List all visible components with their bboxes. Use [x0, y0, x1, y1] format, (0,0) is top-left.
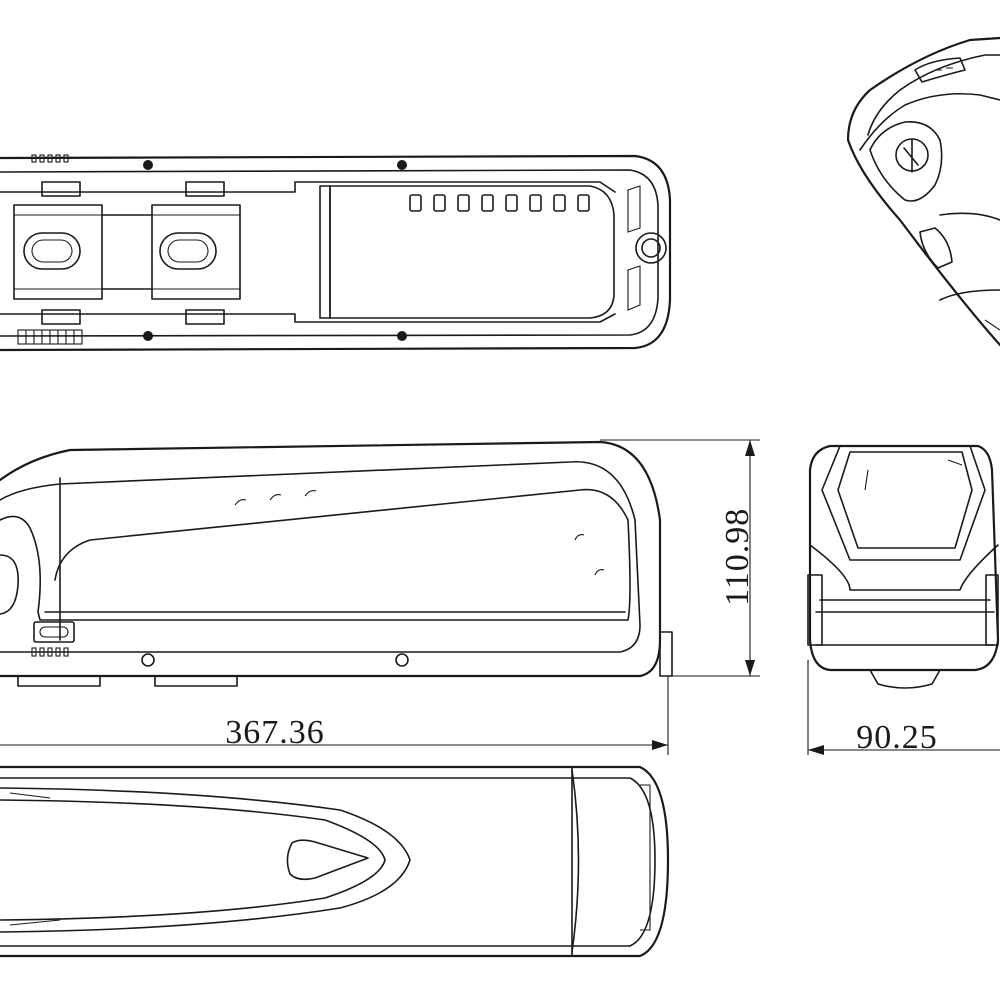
length-dimension: [0, 676, 669, 755]
vent-slots-top: [31, 154, 69, 163]
key-lock-icon: [635, 232, 667, 264]
vent-slots-bottom: [17, 329, 83, 345]
width-dimension-label: 90.25: [856, 719, 938, 756]
height-dimension: [600, 439, 760, 677]
length-dimension-label: 367.36: [225, 714, 325, 751]
top-view: [0, 154, 672, 352]
height-dimension-label: 110.98: [719, 508, 756, 606]
mount-clamp-left: [13, 181, 103, 325]
bottom-view: [0, 765, 670, 958]
side-charge-port: [33, 621, 75, 643]
width-dimension: [807, 660, 1000, 755]
isometric-view: [846, 36, 1000, 347]
side-view: [0, 440, 673, 687]
mount-clamp-right: [151, 181, 241, 325]
front-view: [807, 444, 1000, 689]
side-led-slots: [31, 647, 69, 657]
led-indicator-row: [409, 194, 590, 212]
